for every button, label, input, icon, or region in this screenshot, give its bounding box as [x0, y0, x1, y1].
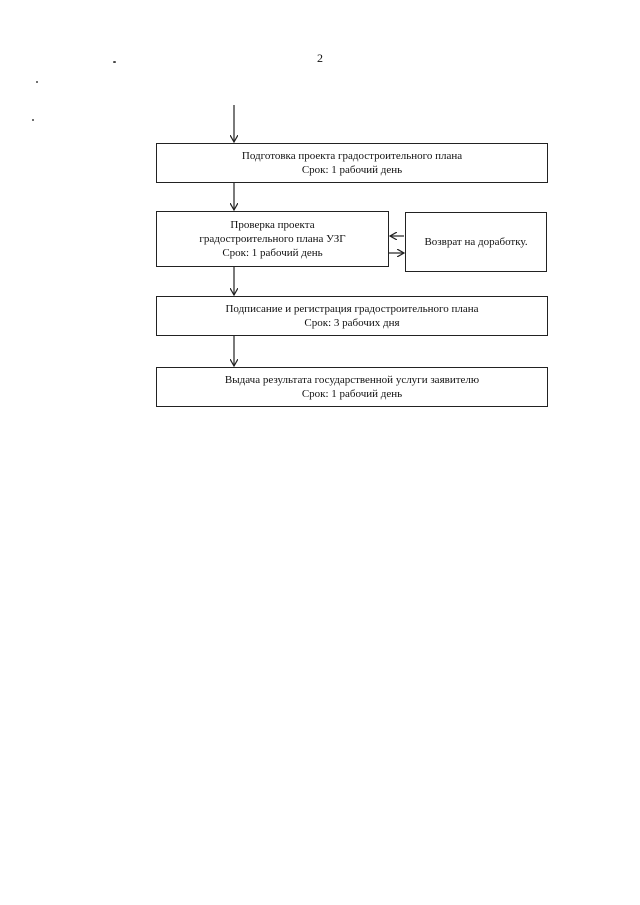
- step-term: Срок: 3 рабочих дня: [304, 317, 400, 329]
- scan-speck: [36, 81, 38, 83]
- step-title: Выдача результата государственной услуги…: [224, 374, 480, 386]
- step-term: Срок: 1 рабочий день: [222, 247, 323, 259]
- step-title-line2: градостроительного плана УЗГ: [199, 233, 346, 245]
- step-title-line1: Проверка проекта: [230, 219, 315, 231]
- return-for-revision-box: Возврат на доработку.: [405, 212, 547, 272]
- scan-speck: [113, 61, 116, 63]
- step-sign-register: Подписание и регистрация градостроительн…: [156, 296, 548, 336]
- step-term: Срок: 1 рабочий день: [301, 388, 403, 400]
- step-prepare-plan: Подготовка проекта градостроительного пл…: [156, 143, 548, 183]
- step-issue-result: Выдача результата государственной услуги…: [156, 367, 548, 407]
- return-label: Возврат на доработку.: [424, 236, 528, 248]
- step-title: Подписание и регистрация градостроительн…: [225, 303, 479, 315]
- step-check-plan: Проверка проекта градостроительного план…: [156, 211, 389, 267]
- scan-speck: [32, 119, 34, 121]
- step-title: Подготовка проекта градостроительного пл…: [241, 150, 463, 162]
- page-number: 2: [317, 51, 323, 65]
- step-term: Срок: 1 рабочий день: [301, 164, 403, 176]
